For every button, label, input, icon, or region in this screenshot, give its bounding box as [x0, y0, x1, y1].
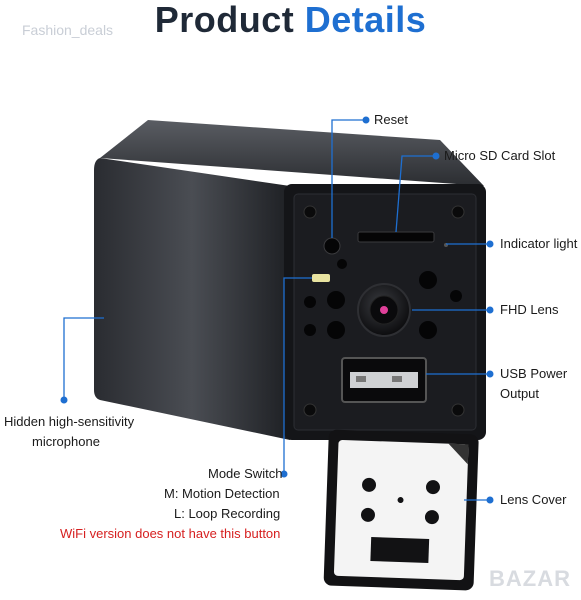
callout-mode-motion: M: Motion Detection: [164, 486, 280, 501]
title-word-product: Product: [154, 0, 295, 40]
mode-switch: [312, 274, 330, 282]
lens-center-dot: [380, 306, 388, 314]
camera-side-face: [94, 158, 290, 440]
callout-mode-switch: Mode Switch: [208, 466, 283, 481]
callout-lens-cover: Lens Cover: [500, 492, 567, 507]
callout-indicator-light: Indicator light: [500, 236, 578, 251]
sd-card-slot: [357, 231, 435, 243]
callout-fhd-lens: FHD Lens: [500, 302, 559, 317]
lens-cover: [323, 429, 479, 591]
page-title: Product Details: [0, 0, 581, 40]
camera-top-face: [100, 120, 484, 186]
callout-usb-line1: USB Power: [500, 366, 568, 381]
callout-wifi-note: WiFi version does not have this button: [60, 526, 281, 541]
callout-mic-line2: microphone: [32, 434, 100, 449]
callout-reset: Reset: [374, 112, 408, 127]
callout-usb-line2: Output: [500, 386, 540, 401]
site-badge: BAZAR: [489, 566, 571, 591]
callout-mode-loop: L: Loop Recording: [174, 506, 281, 521]
callout-sd-slot: Micro SD Card Slot: [444, 148, 556, 163]
watermark: Fashion_deals: [22, 22, 114, 38]
reset-hole: [323, 237, 341, 255]
title-word-details: Details: [304, 0, 427, 40]
callout-mic-line1: Hidden high-sensitivity: [4, 414, 135, 429]
